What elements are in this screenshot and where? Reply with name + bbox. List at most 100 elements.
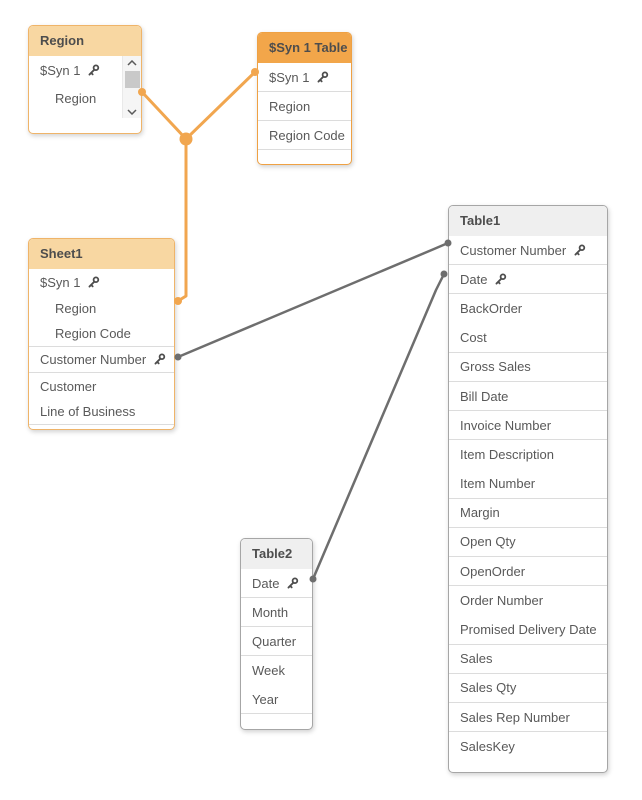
field-table1-saleskey[interactable]: SalesKey [449, 732, 607, 761]
field-label: Sales Rep Number [460, 709, 570, 725]
scrollbar-region[interactable] [122, 56, 141, 118]
field-syn1-table-syn-1[interactable]: $Syn 1 [258, 63, 351, 92]
key-icon [318, 70, 329, 82]
field-label: Quarter [252, 633, 297, 649]
field-table2-year[interactable]: Year [241, 685, 312, 714]
field-table2-quarter[interactable]: Quarter [241, 627, 312, 656]
field-label: Cost [460, 330, 487, 346]
field-sheet1-customer[interactable]: Customer [29, 373, 174, 399]
field-label: Customer Number [460, 242, 567, 258]
field-table1-item-description[interactable]: Item Description [449, 440, 607, 469]
field-table1-date[interactable]: Date [449, 265, 607, 295]
field-table1-margin[interactable]: Margin [449, 499, 607, 528]
field-label: Region [55, 300, 97, 316]
field-label: Sales Qty [460, 680, 517, 696]
field-table1-item-number[interactable]: Item Number [449, 470, 607, 499]
field-table1-sales[interactable]: Sales [449, 645, 607, 674]
field-table2-month[interactable]: Month [241, 598, 312, 627]
field-label: $Syn 1 [269, 69, 310, 85]
field-table1-gross-sales[interactable]: Gross Sales [449, 353, 607, 382]
field-table1-promised-delivery-date[interactable]: Promised Delivery Date [449, 615, 607, 645]
table-body-region: $Syn 1 Region [29, 56, 141, 118]
field-label: Region Code [55, 326, 131, 341]
connector-syn1table-to-junction [184, 70, 257, 141]
table-header-table2[interactable]: Table2 [241, 539, 312, 569]
field-table1-open-qty[interactable]: Open Qty [449, 528, 607, 558]
field-table1-openorder[interactable]: OpenOrder [449, 557, 607, 587]
field-table1-sales-rep-number[interactable]: Sales Rep Number [449, 703, 607, 733]
field-syn1-table-region-code[interactable]: Region Code [258, 121, 351, 150]
field-region-region[interactable]: Region [29, 84, 141, 112]
field-label: Date [460, 271, 488, 287]
key-icon [89, 275, 100, 287]
connector-table2-date-to-table1-date [311, 272, 446, 581]
field-sheet1-customer-number[interactable]: Customer Number [29, 347, 174, 373]
field-label: Region [269, 98, 311, 114]
field-label: BackOrder [460, 301, 523, 317]
table-region[interactable]: Region $Syn 1 Region [28, 25, 142, 134]
field-table1-invoice-number[interactable]: Invoice Number [449, 411, 607, 441]
field-label: Region [55, 90, 97, 106]
field-label: Line of Business [40, 404, 136, 419]
connector-sheet1-customer-number-to-table1-customer-number [176, 241, 450, 359]
field-table1-cost[interactable]: Cost [449, 324, 607, 353]
field-table1-order-number[interactable]: Order Number [449, 586, 607, 615]
key-icon [89, 63, 100, 75]
table-header-syn1-table[interactable]: $Syn 1 Table [258, 33, 351, 63]
field-sheet1-syn-1[interactable]: $Syn 1 [29, 269, 174, 295]
field-label: Invoice Number [460, 417, 552, 433]
field-label: Date [252, 575, 280, 591]
field-label: $Syn 1 [40, 62, 81, 78]
scroll-up-button[interactable] [123, 56, 141, 69]
field-label: $Syn 1 [40, 274, 81, 290]
field-label: Item Number [460, 476, 536, 492]
field-label: Margin [460, 505, 500, 521]
key-icon [496, 273, 507, 285]
field-label: Month [252, 604, 289, 620]
field-label: Sales [460, 651, 493, 667]
field-sheet1-region[interactable]: Region [29, 295, 174, 321]
field-label: Open Qty [460, 534, 516, 550]
key-icon [574, 244, 586, 256]
connector-endpoint-dot [440, 270, 448, 278]
field-table1-customer-number[interactable]: Customer Number [449, 236, 607, 266]
field-label: Year [252, 691, 279, 707]
table-header-table1[interactable]: Table1 [449, 206, 607, 236]
connector-junction-to-sheet1 [176, 137, 188, 303]
field-syn1-table-region[interactable]: Region [258, 92, 351, 121]
field-label: Promised Delivery Date [460, 622, 597, 638]
scroll-down-button[interactable] [123, 105, 141, 118]
connector-region-to-junction [140, 90, 188, 141]
field-label: Bill Date [460, 388, 509, 404]
field-label: Gross Sales [460, 359, 531, 375]
field-label: SalesKey [460, 739, 515, 755]
field-sheet1-region-code[interactable]: Region Code [29, 321, 174, 347]
field-sheet1-line-of-business[interactable]: Line of Business [29, 399, 174, 425]
field-table2-date[interactable]: Date [241, 569, 312, 598]
field-table1-bill-date[interactable]: Bill Date [449, 382, 607, 412]
field-table2-week[interactable]: Week [241, 656, 312, 685]
table-header-region[interactable]: Region [29, 26, 141, 56]
field-label: Order Number [460, 593, 544, 609]
key-icon [154, 353, 166, 365]
key-icon [288, 576, 299, 588]
connector-endpoint-dot [174, 297, 182, 305]
field-label: Item Description [460, 447, 554, 463]
table-header-sheet1[interactable]: Sheet1 [29, 239, 174, 269]
field-label: Region Code [269, 127, 345, 143]
field-label: Customer [40, 378, 97, 394]
field-region-syn-1[interactable]: $Syn 1 [29, 56, 141, 84]
field-table1-backorder[interactable]: BackOrder [449, 294, 607, 323]
connector-endpoint-dot [174, 353, 182, 361]
scrollbar-thumb[interactable] [124, 71, 140, 88]
field-table1-sales-qty[interactable]: Sales Qty [449, 674, 607, 703]
